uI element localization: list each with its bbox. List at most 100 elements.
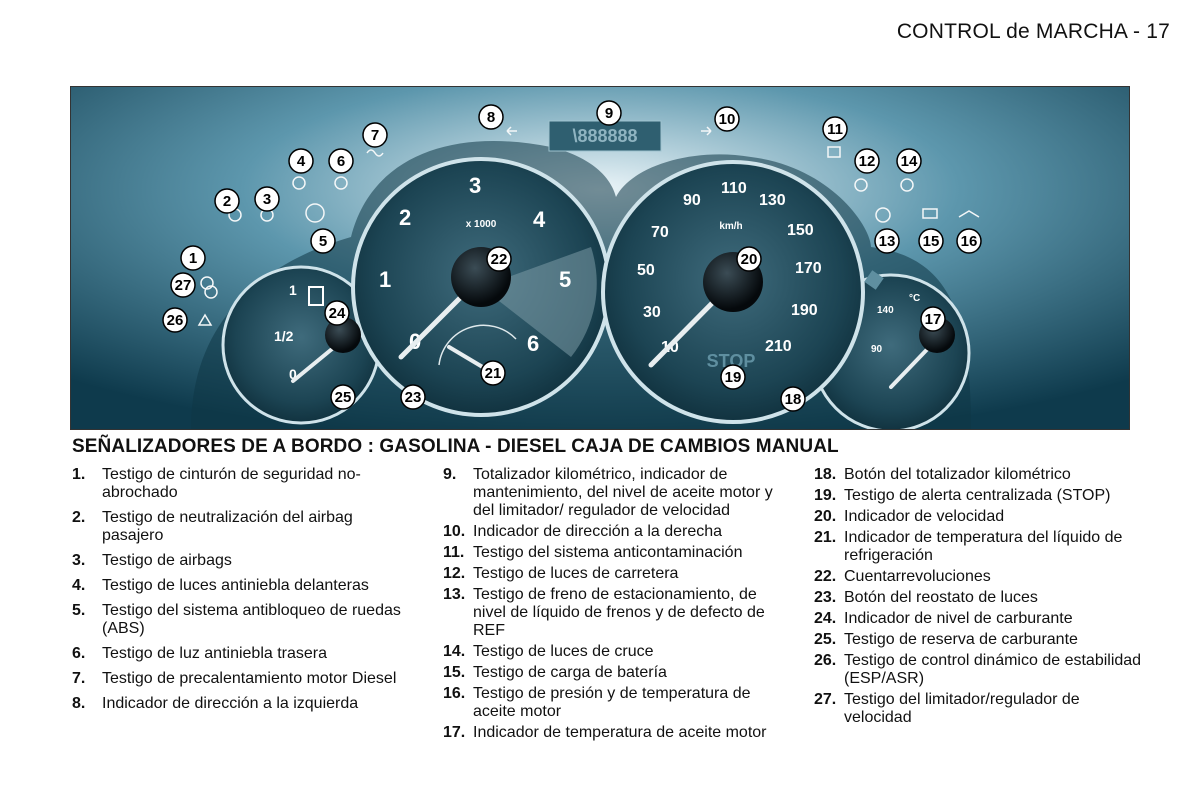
glow-plug-icon [366, 149, 384, 157]
fuel-scale: 0 1/2 1 [274, 282, 297, 382]
callout-6: 6 [328, 148, 354, 174]
callout-1: 1 [180, 245, 206, 271]
callout-2: 2 [214, 188, 240, 214]
legend-item: 10.Indicador de dirección a la derecha [443, 523, 788, 541]
legend-text: Testigo del sistema anticontaminación [473, 544, 743, 561]
legend-number: 18. [814, 466, 837, 483]
svg-text:27: 27 [175, 277, 192, 294]
dashboard-illustration: \888888 0 1 2 3 4 5 6 x 1000 10 30 50 70… [71, 87, 1129, 429]
callout-7: 7 [362, 122, 388, 148]
legend-text: Testigo de carga de batería [473, 664, 667, 681]
legend-item: 5.Testigo del sistema antibloqueo de rue… [72, 602, 412, 638]
svg-text:24: 24 [329, 305, 346, 322]
callout-21: 21 [480, 360, 506, 386]
legend-item: 22.Cuentarrevoluciones [814, 568, 1144, 586]
legend-item: 1.Testigo de cinturón de seguridad no-ab… [72, 466, 412, 502]
dashboard-figure: \888888 0 1 2 3 4 5 6 x 1000 10 30 50 70… [70, 86, 1130, 430]
svg-text:20: 20 [741, 251, 758, 268]
legend-number: 3. [72, 552, 86, 569]
legend-item: 9.Totalizador kilométrico, indicador de … [443, 466, 788, 520]
svg-text:1: 1 [189, 250, 197, 267]
legend-item: 15.Testigo de carga de batería [443, 664, 788, 682]
legend-text: Testigo del limitador/regulador de veloc… [844, 691, 1080, 726]
callout-19: 19 [720, 364, 746, 390]
speed-tick-label: 50 [637, 262, 655, 279]
legend-number: 24. [814, 610, 837, 627]
callout-25: 25 [330, 384, 356, 410]
legend-number: 21. [814, 529, 837, 546]
abs-icon [305, 203, 325, 223]
legend-text: Testigo de freno de estacionamiento, de … [473, 586, 765, 639]
fuel-pump-icon [308, 286, 324, 306]
callout-13: 13 [874, 228, 900, 254]
legend-item: 14.Testigo de luces de cruce [443, 643, 788, 661]
legend-number: 6. [72, 645, 86, 662]
legend-item: 3.Testigo de airbags [72, 552, 412, 570]
legend-text: Indicador de velocidad [844, 508, 1005, 525]
svg-text:5: 5 [319, 233, 327, 250]
speed-tick-label: 70 [651, 224, 669, 241]
callouts: 1 2 3 4 5 6 7 8 9 10 11 12 13 14 15 16 1… [162, 100, 982, 412]
legend-text: Cuentarrevoluciones [844, 568, 991, 585]
legend-item: 13.Testigo de freno de estacionamiento, … [443, 586, 788, 640]
fuel-hub [325, 317, 361, 353]
svg-text:23: 23 [405, 389, 422, 406]
speed-unit: km/h [719, 221, 742, 232]
legend-number: 26. [814, 652, 837, 669]
svg-text:2: 2 [223, 193, 231, 210]
high-beam-icon [854, 178, 868, 192]
legend-number: 10. [443, 523, 466, 540]
callout-8: 8 [478, 104, 504, 130]
brake-icon [875, 207, 891, 223]
svg-text:21: 21 [485, 365, 502, 382]
legend-text: Testigo de cinturón de seguridad no-abro… [102, 466, 361, 501]
legend-column-3: 18. Botón del totalizador kilométrico 19.… [814, 466, 1144, 730]
temp-tick-label: 90 [871, 344, 883, 355]
legend-item: 7.Testigo de precalentamiento motor Dies… [72, 670, 412, 688]
callout-14: 14 [896, 148, 922, 174]
svg-text:25: 25 [335, 389, 352, 406]
callout-16: 16 [956, 228, 982, 254]
svg-text:3: 3 [263, 191, 271, 208]
legend-item: 8.Indicador de dirección a la izquierda [72, 695, 412, 713]
callout-10: 10 [714, 106, 740, 132]
legend-number: 8. [72, 695, 86, 712]
engine-icon [827, 146, 841, 158]
tach-tick-label: 5 [559, 267, 571, 292]
legend-text: Indicador de nivel de carburante [844, 610, 1073, 627]
callout-4: 4 [288, 148, 314, 174]
legend-number: 14. [443, 643, 466, 660]
legend-text: Testigo de alerta centralizada (STOP) [844, 487, 1111, 504]
legend-number: 25. [814, 631, 837, 648]
tach-tick-label: 6 [527, 331, 539, 356]
legend-number: 9. [443, 466, 457, 483]
tach-unit: x 1000 [466, 219, 497, 230]
speed-tick-label: 130 [759, 192, 786, 209]
legend-text: Testigo de luces antiniebla delanteras [102, 577, 369, 594]
callout-22: 22 [486, 246, 512, 272]
right-turn-icon [701, 126, 712, 136]
speed-tick-label: 110 [721, 180, 747, 197]
svg-text:12: 12 [859, 153, 876, 170]
svg-text:14: 14 [901, 153, 918, 170]
legend-item: 11.Testigo del sistema anticontaminación [443, 544, 788, 562]
svg-text:8: 8 [487, 109, 495, 126]
fuel-tick-label: 1/2 [274, 328, 294, 344]
callout-15: 15 [918, 228, 944, 254]
left-turn-icon [506, 126, 517, 136]
callout-9: 9 [596, 100, 622, 126]
temp-unit: °C [909, 293, 920, 304]
callout-11: 11 [822, 116, 848, 142]
legend-text: Testigo de reserva de carburante [844, 631, 1078, 648]
legend-item: 19.Testigo de alerta centralizada (STOP) [814, 487, 1144, 505]
legend-item: 27.Testigo del limitador/regulador de ve… [814, 691, 1144, 727]
speed-limiter-icon [204, 285, 218, 299]
rear-fog-icon [334, 176, 348, 190]
temp-scale: 140 90 °C [871, 293, 920, 355]
legend-number: 20. [814, 508, 837, 525]
low-beam-icon [900, 178, 914, 192]
callout-27: 27 [170, 272, 196, 298]
legend-text: Botón del totalizador kilométrico [844, 466, 1071, 483]
legend-column-1: 1.Testigo de cinturón de seguridad no-ab… [72, 466, 412, 720]
speed-tick-label: 150 [787, 222, 814, 239]
